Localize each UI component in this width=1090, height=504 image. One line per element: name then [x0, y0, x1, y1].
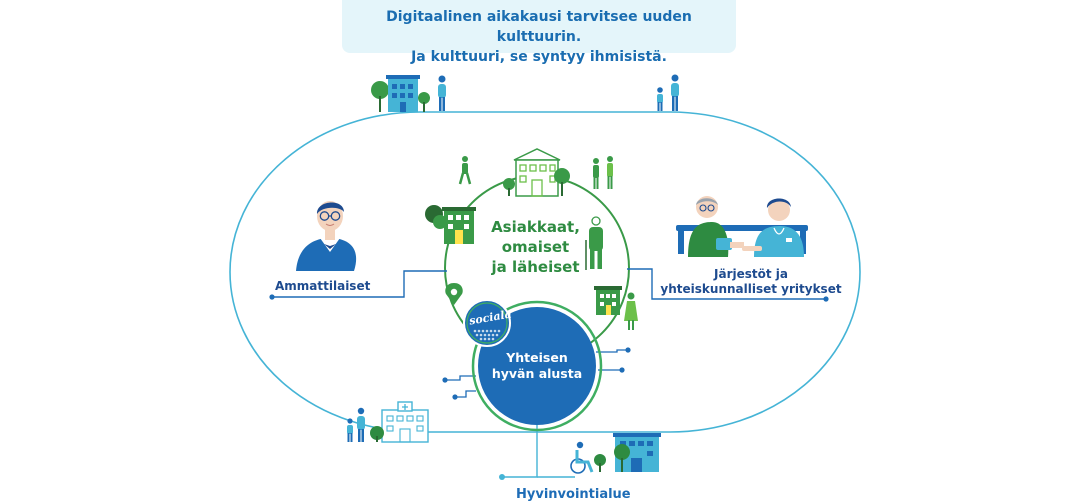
platform-label-line-2: hyvän alusta: [491, 366, 583, 381]
patient-nurse-illustration: [676, 196, 808, 257]
small-building-icon: [594, 286, 622, 315]
hospital-building-icon: [594, 433, 661, 472]
circuit-dots: [442, 347, 631, 400]
school-building-icon: [503, 148, 570, 197]
organisations-label-line-2: yhteiskunnalliset yritykset: [660, 282, 842, 296]
woman-icon: [624, 292, 638, 330]
sociala-logo: [463, 299, 511, 347]
connector-dot: [499, 474, 505, 480]
headline-text: Digitaalinen aikakausi tarvitsee uuden k…: [342, 7, 736, 67]
region-label: Hyvinvointialue: [516, 487, 631, 502]
wheelchair-icon: [570, 441, 594, 474]
platform-hub: [478, 307, 596, 425]
couple-icon: [593, 156, 613, 189]
clinic-building-icon: [370, 401, 429, 443]
parent-child-icon: [347, 407, 365, 442]
top-left-building-icon: [371, 75, 430, 112]
connector-orgs: [627, 268, 826, 300]
headline-banner: Digitaalinen aikakausi tarvitsee uuden k…: [342, 0, 736, 65]
connector-dot: [269, 294, 275, 300]
platform-label-line-1: Yhteisen: [506, 350, 568, 365]
clients-label: Asiakkaat, omaiset ja läheiset: [483, 217, 588, 277]
clients-label-line-2: omaiset: [501, 238, 570, 256]
headline-line-1: Digitaalinen aikakausi tarvitsee uuden k…: [386, 9, 692, 45]
walking-person-icon: [458, 156, 472, 185]
clients-label-line-3: ja läheiset: [491, 258, 580, 276]
organisations-label: Järjestöt ja yhteiskunnalliset yritykset: [660, 267, 842, 297]
family-icon: [657, 74, 679, 111]
connector-professionals: [272, 270, 447, 298]
organisations-label-line-1: Järjestöt ja: [714, 267, 788, 281]
platform-label: Yhteisen hyvän alusta: [487, 350, 587, 382]
location-pin-icon: [445, 283, 463, 305]
platform-hub-ring: [471, 300, 603, 432]
headline-line-2: Ja kulttuuri, se syntyy ihmisistä.: [411, 49, 667, 65]
professionals-label: Ammattilaiset: [275, 279, 371, 293]
elderly-person-icon: [585, 216, 603, 270]
outer-loop: [229, 111, 861, 433]
professional-avatar: [296, 201, 357, 271]
left-building-icon: [425, 205, 476, 244]
connector-dot: [823, 296, 829, 302]
clients-label-line-1: Asiakkaat,: [491, 218, 580, 236]
person-icon: [438, 75, 446, 111]
